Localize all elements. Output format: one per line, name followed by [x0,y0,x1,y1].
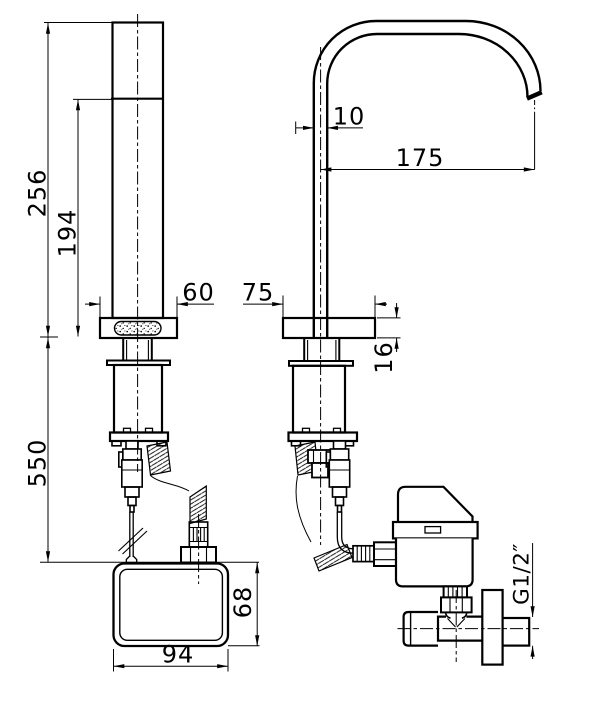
extension-lines [40,22,536,672]
solenoid-body [394,538,474,588]
solenoid-outlet-stub [442,585,469,599]
mounting-shank-front [122,338,153,361]
solenoid-collar [391,520,479,540]
dim-label-spout-tube-width: 10 [333,103,366,131]
counter-leader-side [295,475,312,543]
wall-thread-stub [501,616,531,647]
dimension-arrows [45,23,535,669]
dim-label-total-height: 256 [24,169,52,218]
dim-label-control-box-width: 94 [162,641,195,669]
control-box [112,562,230,648]
solenoid-inlet-fitting [352,541,398,567]
counter-section-side-2 [313,543,353,572]
spout-inner-profile [326,32,529,338]
dim-label-base-width: 60 [182,279,215,307]
counter-section-front-2 [189,484,207,525]
wall-flange [481,588,504,666]
solenoid-cap [396,485,474,522]
dim-label-spout-height: 194 [54,209,82,258]
dimension-labels: 256 194 550 60 75 10 175 16 68 94 G1/2″ [24,103,535,669]
solenoid-inlet-nut [373,541,398,567]
deck-plate-side [281,316,377,340]
side-view [281,19,543,666]
counter-leader-front [150,475,190,492]
spout-outlet [526,90,543,101]
supply-nut-side [307,449,333,479]
dim-label-below-counter-depth: 550 [24,439,52,488]
counter-section-front-1 [146,441,172,476]
mounting-shank-side [303,338,341,361]
dim-label-deck-plate-width: 75 [242,279,275,307]
angle-valve-body [436,615,484,642]
dim-label-deck-plate-thickness: 16 [370,341,398,374]
dim-label-spout-reach: 175 [396,144,445,172]
base-plate-front [98,316,179,340]
dim-label-control-box-height: 68 [229,586,257,619]
hose-connector-side [325,440,351,513]
front-view [98,21,230,648]
solenoid-valve [391,485,479,599]
solenoid-label-slot [424,525,442,534]
dim-label-supply-thread: G1/2″ [510,543,535,605]
cable-break-mark [118,527,144,552]
centerlines [137,14,539,662]
